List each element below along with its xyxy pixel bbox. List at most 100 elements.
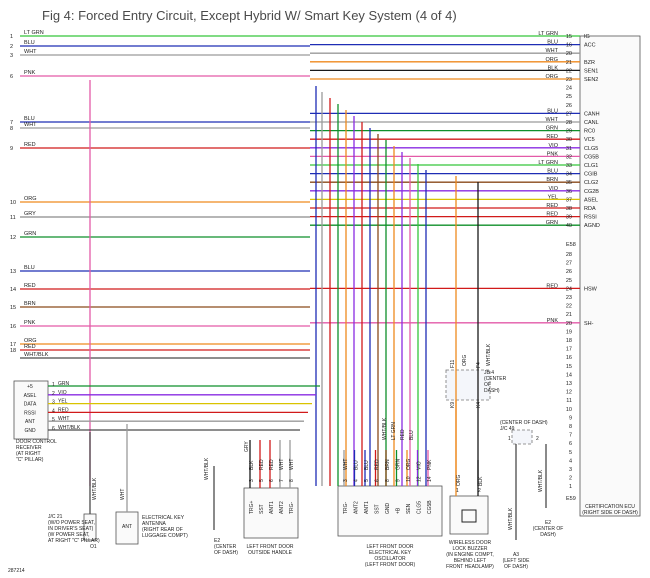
left-pin-label: 7 — [10, 120, 13, 126]
ecu-terminal-name: CLG5 — [584, 146, 598, 152]
left-wire-color-label: BLU — [24, 40, 35, 46]
buzzer-wire-label: ORG — [456, 475, 462, 487]
oscillator-extra-label: LT GRN — [391, 422, 397, 440]
door-receiver-label: "C" PILLAR) — [16, 457, 44, 463]
ecu-pin-label: 18 — [566, 338, 572, 344]
left-pin-label: 12 — [10, 235, 16, 241]
ecu-terminal-name: SEN1 — [584, 68, 598, 74]
left-pin-label: 17 — [10, 342, 16, 348]
jc21-label: IN DRIVER'S SEAT) — [48, 526, 94, 532]
antenna-label: (RIGHT REAR OF — [142, 527, 183, 533]
jb4-pin: F11 — [450, 360, 456, 368]
left-wire-color-label: ORG — [24, 196, 37, 202]
ecu-wire-color-label: RED — [546, 203, 558, 209]
ecu-terminal-name: CANH — [584, 111, 600, 117]
ecu-pin-label: 26 — [566, 103, 572, 109]
oscillator-pin-name: +B — [396, 507, 402, 514]
left-wire-color-label: PNK — [24, 320, 36, 326]
ecu-terminal-name: ASEL — [584, 197, 598, 203]
oscillator-pin-name: ANT2 — [354, 501, 360, 514]
oscillator-pin-name: TRG- — [343, 501, 349, 514]
ecu-pin-label: 13 — [566, 381, 572, 387]
left-pin-label: 3 — [10, 53, 13, 59]
jc21-label: (W/O POWER SEAT, — [48, 520, 95, 526]
ecu-pin-label: 37 — [566, 197, 572, 203]
oscillator-pin-name: SST — [375, 504, 381, 514]
ecu-wire-color-label: BRN — [546, 177, 558, 183]
jc21-label: J/C 21 — [48, 514, 63, 520]
ecu-pin-label: 30 — [566, 137, 572, 143]
door-receiver-pin: 6 — [52, 426, 55, 432]
left-wire-color-label: BRN — [24, 301, 36, 307]
ecu-pin-label: 29 — [566, 129, 572, 135]
ground-a3-label: A3 — [513, 552, 519, 558]
ecu-pin-label: 1 — [569, 484, 572, 490]
buzzer-label: WIRELESS DOOR — [449, 540, 492, 546]
jb4-label: OF — [484, 382, 491, 388]
oscillator-pin: 14 — [427, 476, 433, 482]
jc21-wire-label: WHT/BLK — [92, 477, 98, 500]
left-pin-label: 16 — [10, 324, 16, 330]
left-wire-color-label: GRY — [24, 211, 36, 217]
left-wire-color-label: RED — [24, 344, 36, 350]
oscillator-pin: 10 — [406, 476, 412, 482]
left-pin-label: 13 — [10, 269, 16, 275]
buzzer-symbol — [461, 509, 477, 523]
oscillator-wire-color: BLU — [364, 460, 370, 470]
ecu-wire-color-label: LT GRN — [538, 160, 558, 166]
door-receiver-pin: 4 — [52, 408, 55, 414]
ecu-pin-label: 35 — [566, 180, 572, 186]
ecu-pin-label: 11 — [566, 398, 572, 404]
ecu-pin-label: 19 — [566, 329, 572, 335]
door-receiver-label: RECEIVER — [16, 445, 42, 451]
ecu-terminal-name: CANL — [584, 120, 599, 126]
left-pin-label: 1 — [10, 34, 13, 40]
ecu-pin-label: 17 — [566, 347, 572, 353]
door-handle-pin-name: ANT1 — [269, 501, 275, 514]
left-pin-label: 11 — [10, 215, 16, 221]
ecu-label: CERTIFICATION ECU — [585, 504, 635, 510]
ecu-pin-label: 24 — [566, 86, 572, 92]
ecu-wire-color-label: ORG — [545, 57, 558, 63]
ecu-pin-label: 23 — [566, 295, 572, 301]
door-receiver-pin: 2 — [52, 391, 55, 397]
ecu-pin-label: 25 — [566, 278, 572, 284]
left-wire-color-label: WHT — [24, 49, 37, 55]
oscillator-pin: 6 — [375, 479, 381, 482]
antenna-wire-label: WHT — [120, 489, 126, 500]
oscillator-pin-name: CG5B — [427, 500, 433, 514]
oscillator-wire-color: ORG — [406, 459, 412, 471]
buzzer-label: BEHIND LEFT — [454, 558, 487, 564]
ecu-pin-label: 3 — [569, 467, 572, 473]
ecu-wire-color-label: WHT — [545, 117, 558, 123]
door-handle-wire-color: BLK — [249, 460, 255, 470]
door-receiver-pin-name: DATA — [24, 402, 37, 408]
door-handle-pin-name: ANT2 — [279, 501, 285, 514]
door-handle-pin: 8 — [289, 479, 295, 482]
door-receiver-label: (AT RIGHT — [16, 451, 41, 457]
ecu-wire-color-label: BLU — [547, 40, 558, 46]
ecu-terminal-name: BZR — [584, 60, 595, 66]
jc49-label: J/C 49 — [500, 426, 515, 432]
ecu-connector-label: E59 — [566, 496, 576, 502]
door-handle-wire-color: WHT — [289, 459, 295, 470]
door-receiver-pin: 1 — [52, 382, 55, 388]
ecu-pin-label: 36 — [566, 189, 572, 195]
ecu-pin-label: 14 — [566, 372, 572, 378]
ecu-pin-label: 9 — [569, 415, 572, 421]
ecu-wire-color-label: BLU — [547, 169, 558, 175]
jb4-label: DASH) — [484, 388, 500, 394]
door-handle-label: LEFT FRONT DOOR — [246, 544, 293, 550]
ecu-wire-color-label: GRN — [546, 126, 558, 132]
left-pin-label: 6 — [10, 74, 13, 80]
label-group: 1LT GRN2BLU3WHT6PNK7BLU8WHT9RED10ORG11GR… — [8, 30, 638, 574]
jc49-box — [511, 429, 533, 445]
left-wire-color-label: PNK — [24, 70, 36, 76]
oscillator-box — [337, 485, 443, 537]
door-handle-wire-color: WHT — [279, 459, 285, 470]
door-handle-pin: 3 — [249, 479, 255, 482]
ecu-wire-color-label: VIO — [549, 186, 559, 192]
ground-e2b-wire-label: WHT/BLK — [538, 469, 544, 492]
ecu-pin-label: 40 — [566, 223, 572, 229]
ecu-terminal-name: IG — [584, 34, 590, 40]
